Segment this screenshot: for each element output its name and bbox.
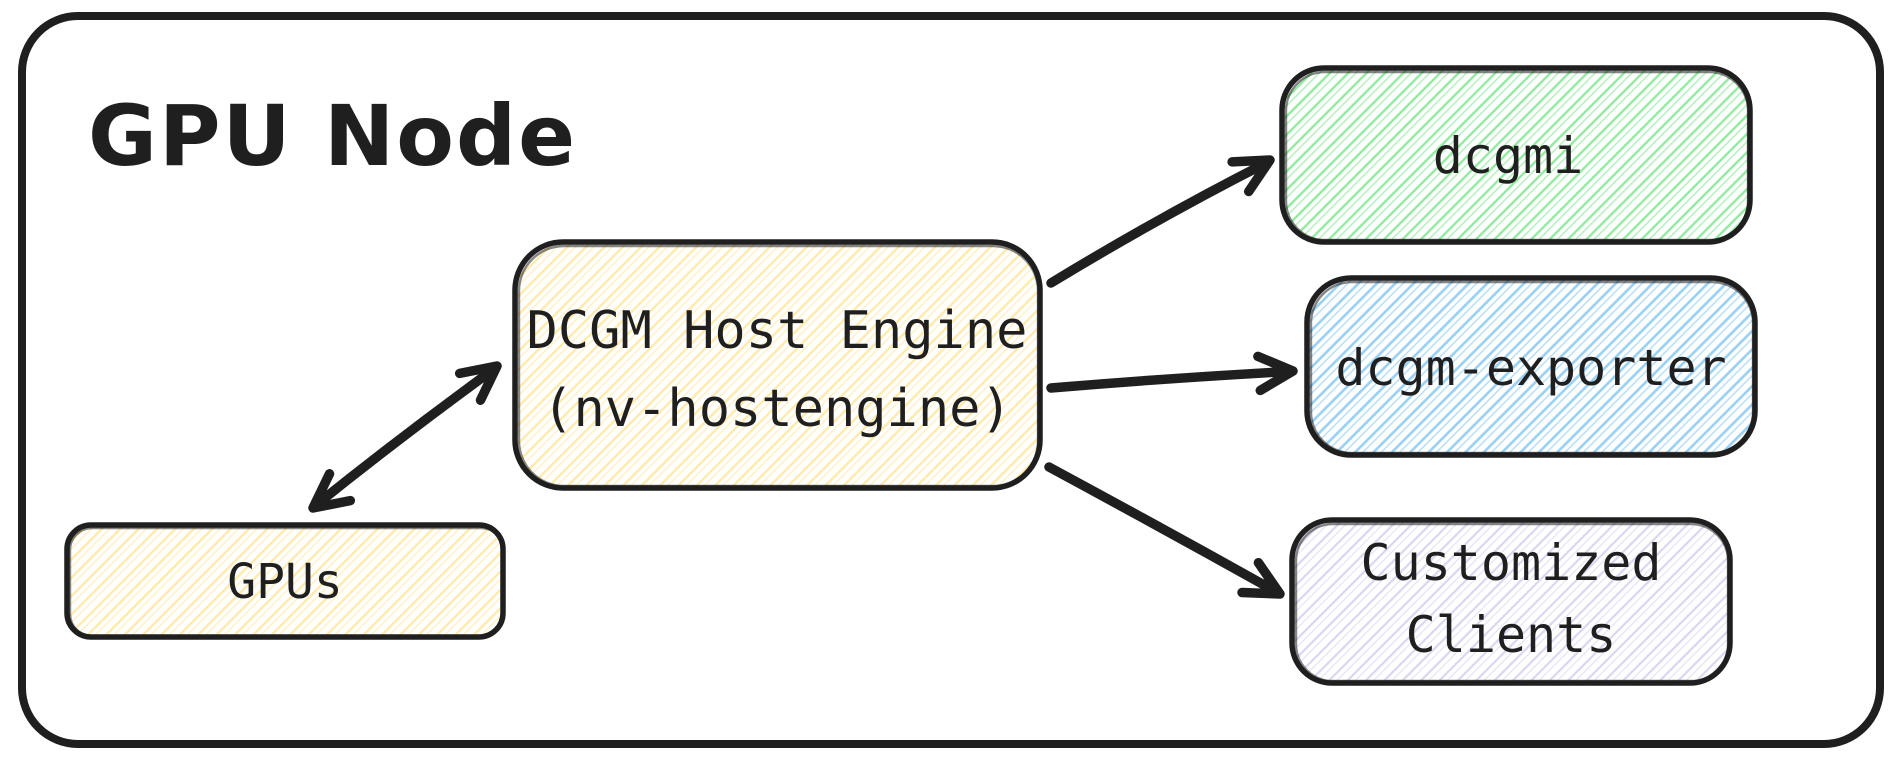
edge-host-engine-dcgmi	[1046, 155, 1275, 288]
diagram-title: GPU Node	[88, 87, 577, 185]
node-customized-clients: Customized Clients	[1289, 517, 1733, 686]
node-dcgm-exporter-label: dcgm-exporter	[1335, 339, 1726, 397]
node-host-engine: DCGM Host Engine (nv-hostengine)	[512, 239, 1043, 491]
edge-host-engine-customized-clients	[1044, 462, 1285, 599]
node-host-engine-label-line1: DCGM Host Engine	[527, 301, 1028, 361]
node-dcgmi: dcgmi	[1279, 65, 1753, 245]
node-host-engine-label-line2: (nv-hostengine)	[542, 379, 1012, 439]
node-customized-clients-label-line2: Clients	[1406, 606, 1617, 664]
edge-host-engine-dcgm-exporter	[1046, 351, 1298, 396]
node-gpus: GPUs	[64, 522, 506, 640]
node-customized-clients-label-line1: Customized	[1360, 534, 1661, 592]
node-dcgm-exporter: dcgm-exporter	[1304, 275, 1758, 458]
node-dcgmi-label: dcgmi	[1433, 127, 1584, 185]
gpu-node-boundary	[18, 12, 1884, 748]
edge-gpus-host-engine	[308, 361, 502, 513]
node-gpus-label: GPUs	[227, 554, 343, 610]
